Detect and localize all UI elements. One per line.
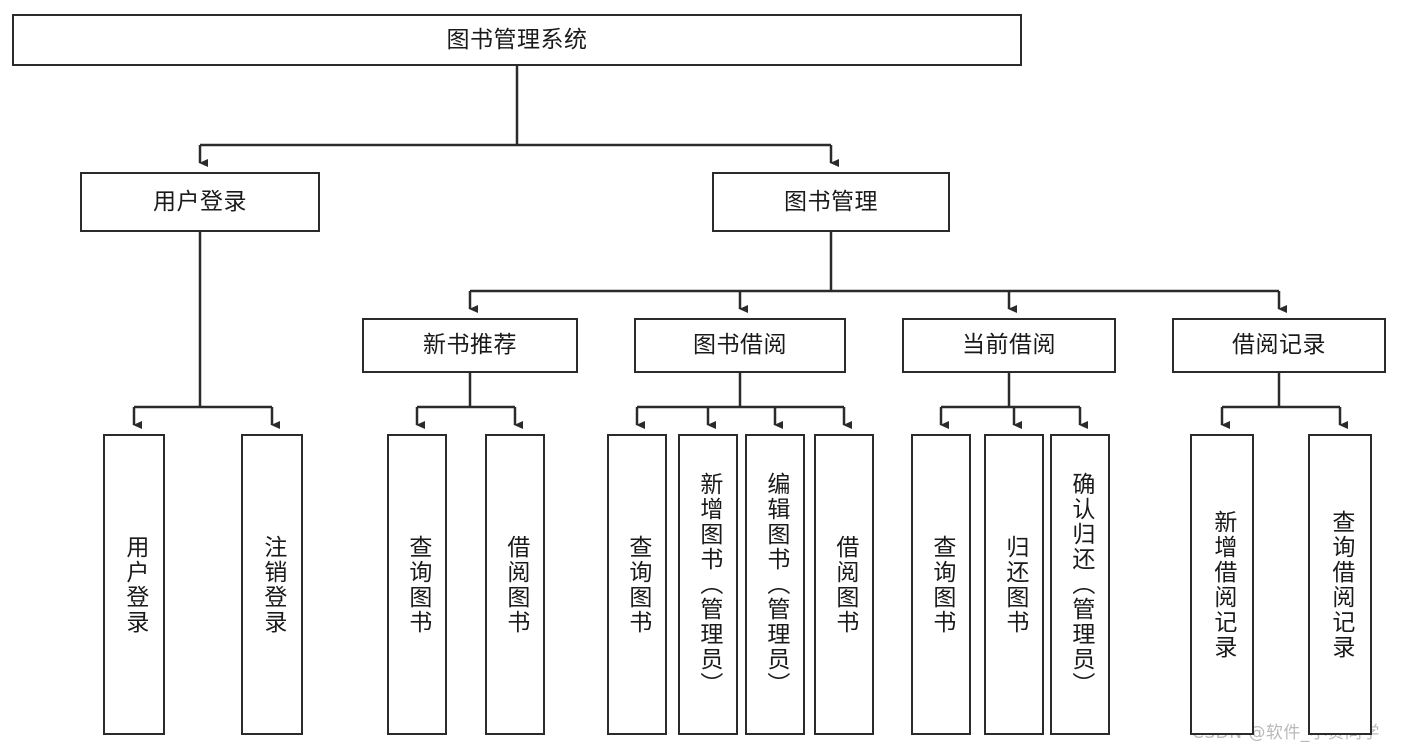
- node-borrow[interactable]: 图书借阅: [634, 318, 846, 373]
- node-label: 当前借阅: [962, 332, 1056, 359]
- node-current[interactable]: 当前借阅: [902, 318, 1116, 373]
- edge-layer: [132, 66, 1348, 429]
- node-label: 图书借阅: [693, 332, 787, 359]
- node-label: 查询图书: [928, 534, 955, 635]
- node-newrec[interactable]: 新书推荐: [362, 318, 578, 373]
- node-b2[interactable]: 新增图书（管理员）: [678, 434, 738, 735]
- node-label: 查询图书: [404, 534, 431, 635]
- node-label: 查询借阅记录: [1327, 509, 1354, 660]
- node-label: 编辑图书（管理员）: [762, 472, 789, 697]
- node-root[interactable]: 图书管理系统: [12, 14, 1022, 66]
- node-r1[interactable]: 新增借阅记录: [1190, 434, 1254, 735]
- node-l1[interactable]: 用户登录: [103, 434, 165, 735]
- node-l2[interactable]: 注销登录: [241, 434, 303, 735]
- node-b1[interactable]: 查询图书: [607, 434, 667, 735]
- node-b4[interactable]: 借阅图书: [814, 434, 874, 735]
- node-label: 用户登录: [121, 534, 148, 635]
- node-records[interactable]: 借阅记录: [1172, 318, 1386, 373]
- node-label: 借阅图书: [502, 534, 529, 635]
- node-c1[interactable]: 查询图书: [911, 434, 971, 735]
- node-n2[interactable]: 借阅图书: [485, 434, 545, 735]
- node-n1[interactable]: 查询图书: [387, 434, 447, 735]
- node-label: 查询图书: [624, 534, 651, 635]
- node-label: 借阅记录: [1232, 332, 1326, 359]
- node-r2[interactable]: 查询借阅记录: [1308, 434, 1372, 735]
- node-label: 新增借阅记录: [1209, 509, 1236, 660]
- node-label: 新书推荐: [423, 332, 517, 359]
- node-label: 图书管理: [784, 188, 878, 215]
- node-c3[interactable]: 确认归还（管理员）: [1050, 434, 1110, 735]
- node-label: 新增图书（管理员）: [695, 472, 722, 697]
- node-label: 图书管理系统: [446, 26, 588, 53]
- node-c2[interactable]: 归还图书: [984, 434, 1044, 735]
- node-login[interactable]: 用户登录: [80, 172, 320, 232]
- node-bookmgmt[interactable]: 图书管理: [712, 172, 950, 232]
- node-label: 确认归还（管理员）: [1067, 472, 1094, 697]
- node-label: 注销登录: [259, 534, 286, 635]
- node-label: 借阅图书: [831, 534, 858, 635]
- node-b3[interactable]: 编辑图书（管理员）: [745, 434, 805, 735]
- node-label: 用户登录: [153, 188, 247, 215]
- node-label: 归还图书: [1001, 534, 1028, 635]
